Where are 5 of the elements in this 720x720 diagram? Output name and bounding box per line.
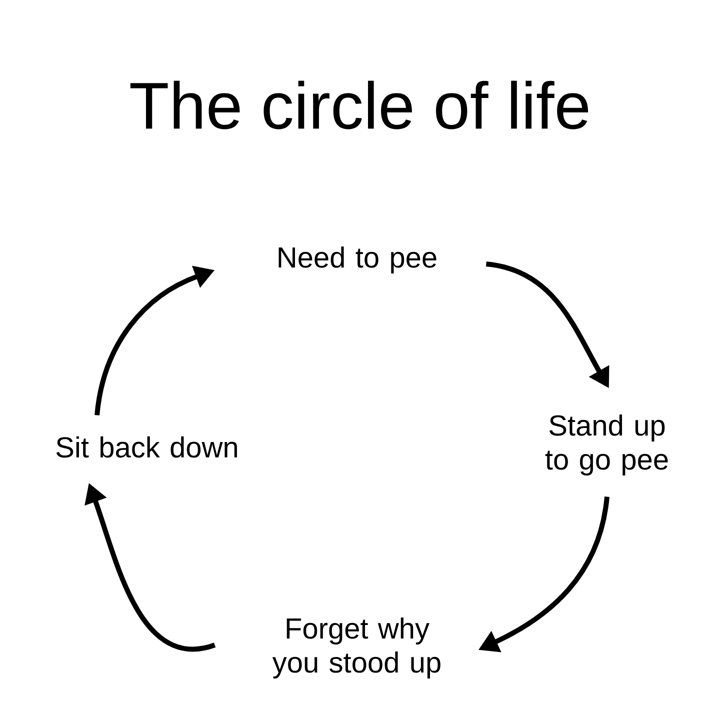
step-text: Forget why you stood up xyxy=(272,618,440,679)
title: The circle of life xyxy=(130,80,588,130)
step-text: Need to pee xyxy=(278,246,436,274)
step-text: Sit back down xyxy=(56,436,237,458)
step-text: Stand up to go pee xyxy=(545,414,668,476)
